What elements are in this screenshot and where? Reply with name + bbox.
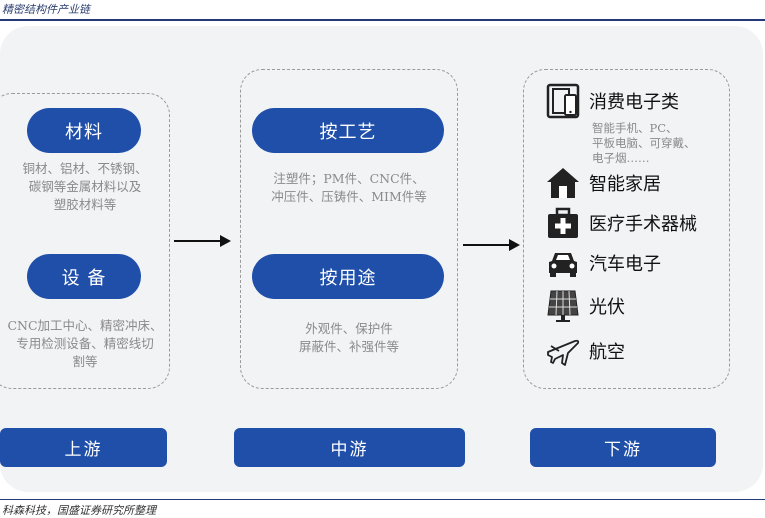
consumer-electronics-desc: 智能手机、PC、 平板电脑、可穿戴、 电子烟……: [592, 121, 696, 165]
midstream-usage-pill: 按用途: [252, 254, 444, 299]
house-icon: [545, 165, 581, 201]
arrow-midstream-to-downstream: [463, 239, 520, 251]
upstream-equipment-pill: 设 备: [27, 254, 141, 299]
midstream-box: [240, 69, 458, 389]
app-aviation: 航空: [545, 333, 625, 369]
midstream-process-pill: 按工艺: [252, 108, 444, 153]
solar-panel-icon: [545, 288, 581, 324]
stage-downstream: 下游: [530, 428, 716, 467]
downstream-box: [523, 69, 730, 389]
upstream-equipment-desc: CNC加工中心、精密冲床、 专用检测设备、精密线切 割等: [7, 318, 163, 369]
source-note: 科森科技，国盛证券研究所整理: [2, 504, 156, 517]
app-photovoltaic: 光伏: [545, 288, 625, 324]
top-divider: [0, 19, 765, 21]
stage-upstream: 上游: [0, 428, 167, 467]
medical-kit-icon: [545, 205, 581, 241]
app-automotive-electronics: 汽车电子: [545, 245, 661, 281]
app-smart-home: 智能家居: [545, 165, 661, 201]
app-label: 汽车电子: [589, 254, 661, 275]
arrow-upstream-to-midstream: [174, 235, 231, 247]
upstream-box: [0, 93, 170, 389]
airplane-icon: [545, 333, 581, 369]
phone-tablet-icon: [545, 83, 581, 119]
midstream-process-desc: 注塑件；PM件、CNC件、 冲压件、压铸件、MIM件等: [271, 171, 427, 204]
app-label: 消费电子类: [589, 92, 679, 113]
app-label: 医疗手术器械: [589, 214, 697, 235]
chart-title: 精密结构件产业链: [2, 3, 90, 16]
app-label: 智能家居: [589, 174, 661, 195]
upstream-material-desc: 铜材、铝材、不锈钢、 碳钢等金属材料以及 塑胶材料等: [22, 161, 148, 212]
stage-midstream: 中游: [234, 428, 465, 467]
car-icon: [545, 245, 581, 281]
bottom-divider: [0, 499, 765, 500]
app-medical-instruments: 医疗手术器械: [545, 205, 697, 241]
app-label: 光伏: [589, 297, 625, 318]
upstream-material-pill: 材料: [27, 108, 141, 153]
app-consumer-electronics: 消费电子类: [545, 83, 679, 119]
app-label: 航空: [589, 342, 625, 363]
midstream-usage-desc: 外观件、保护件 屏蔽件、补强件等: [298, 321, 399, 354]
